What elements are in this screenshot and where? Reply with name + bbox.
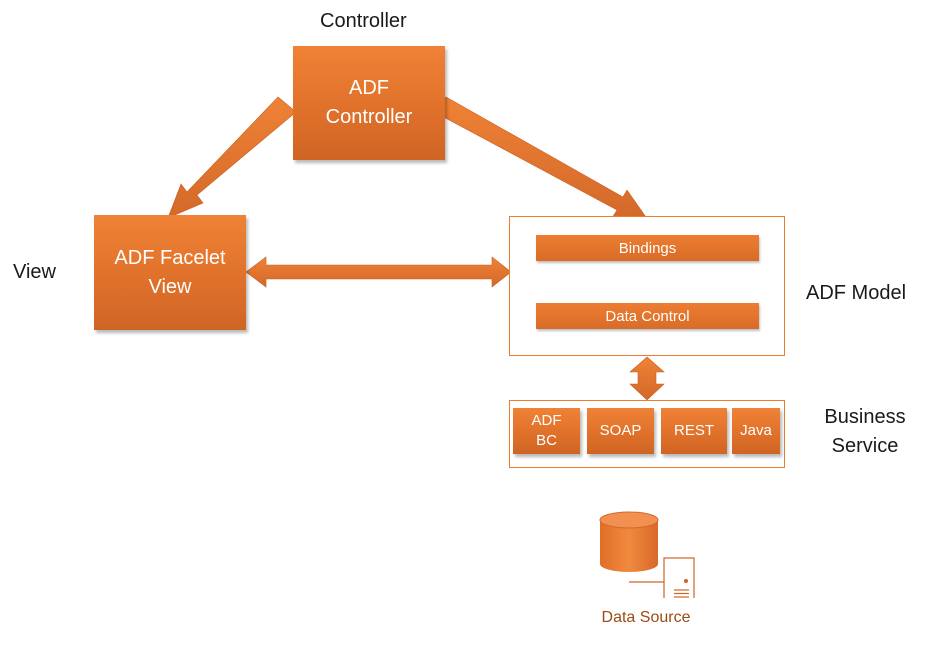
service-java: Java [732,408,780,454]
adf-facelet-view-box: ADF Facelet View [94,215,246,330]
data-source-label: Data Source [601,609,691,626]
data-control-bar: Data Control [536,303,759,329]
adf-controller-text: ADF Controller [325,77,413,128]
bindings-bar: Bindings [536,235,759,261]
controller-label: Controller [320,10,407,32]
model-service-double-arrow [629,356,665,401]
service-adf-bc: ADF BC [513,408,580,454]
view-model-double-arrow [245,256,512,288]
data-source-icon [599,511,695,598]
view-label: View [13,261,56,283]
adf-facelet-view-text: ADF Facelet View [114,246,226,298]
adf-controller-box: ADF Controller [293,46,445,160]
adf-model-label: ADF Model [806,282,907,304]
controller-to-view-arrow [167,96,297,219]
business-service-label: Business Service [824,406,906,457]
service-adf-bc-label: ADF BC [531,412,562,449]
service-rest: REST [661,408,727,454]
controller-to-model-arrow [437,96,649,221]
service-soap: SOAP [587,408,654,454]
